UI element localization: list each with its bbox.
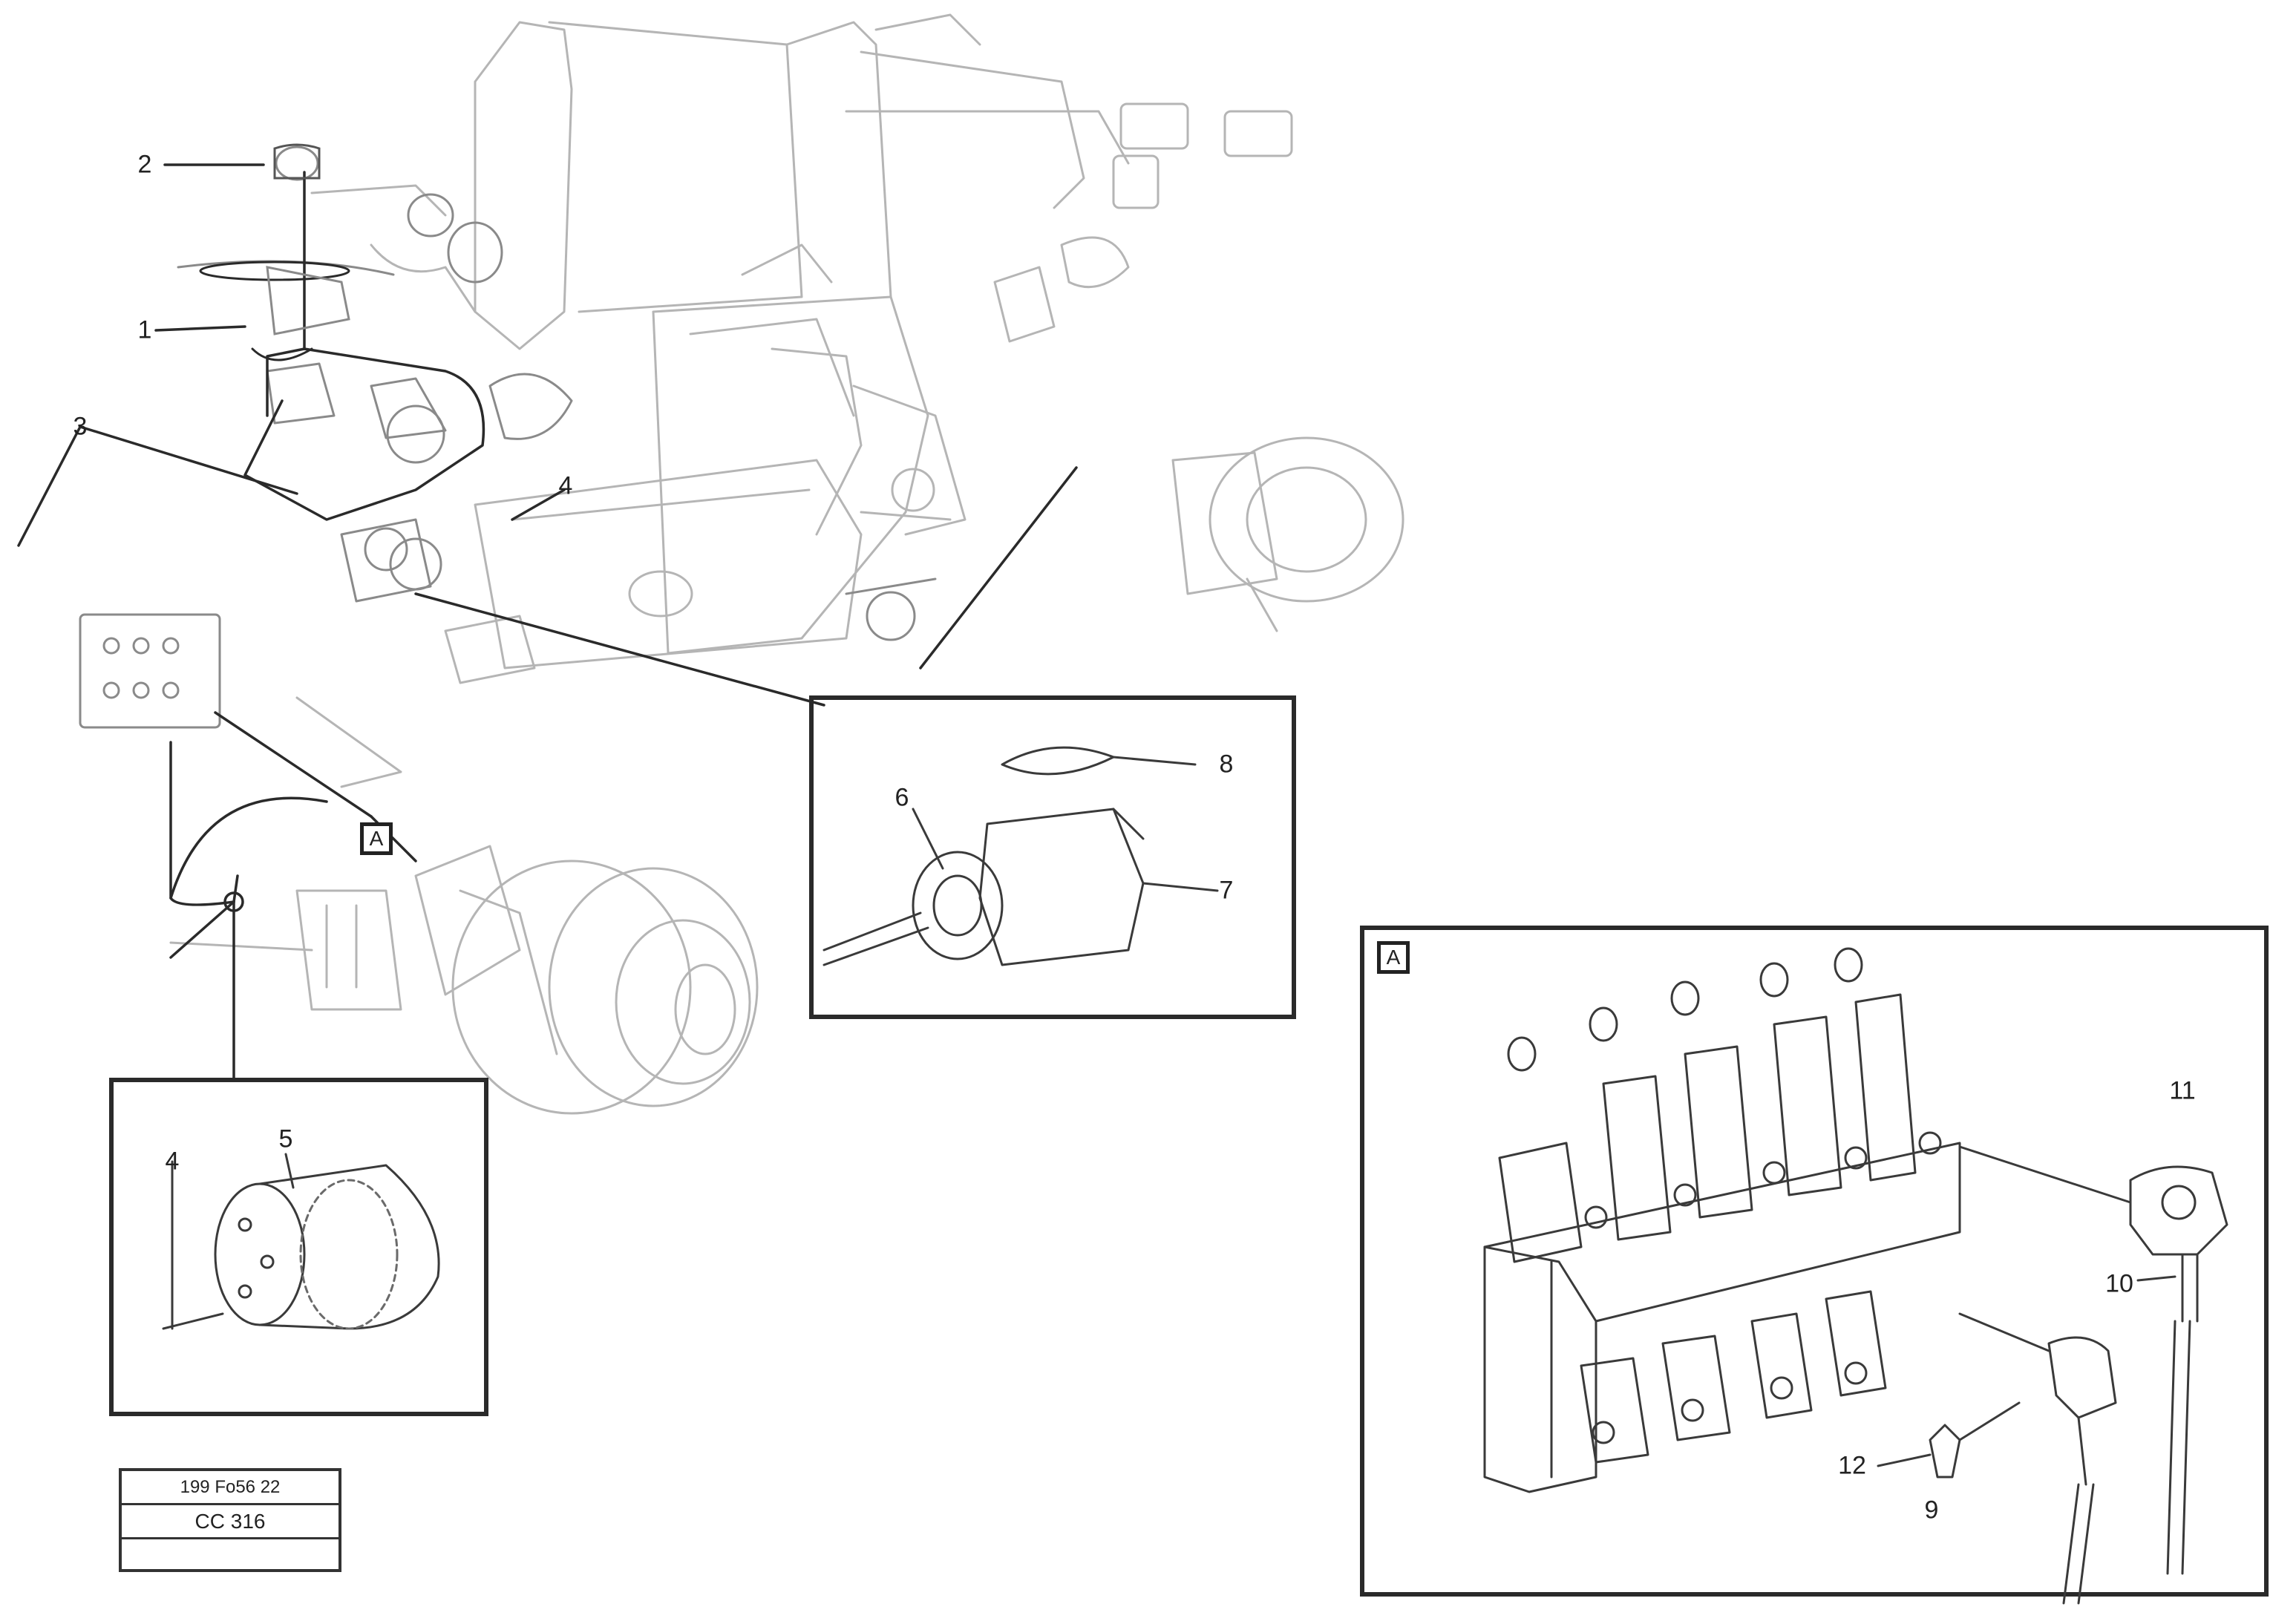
title-block-row2: CC 316 [122,1505,339,1539]
detail-label-a-main: A [1377,941,1410,974]
callout-10: 10 [2105,1269,2133,1298]
callout-9: 9 [1924,1496,1939,1525]
detail-box-switch [809,695,1296,1019]
callout-11: 11 [2169,1076,2196,1105]
callout-3: 3 [73,412,88,441]
callout-5: 5 [278,1124,293,1153]
title-block: 199 Fo56 22 CC 316 [119,1468,341,1572]
callout-7: 7 [1219,876,1234,905]
callout-2: 2 [137,150,152,179]
callout-6: 6 [895,783,909,812]
detail-box-connector [109,1078,488,1416]
callout-1: 1 [137,315,152,344]
callout-4-detail: 4 [165,1147,180,1176]
detail-box-a [1360,926,2269,1605]
title-block-row3 [122,1539,339,1569]
title-block-row1: 199 Fo56 22 [122,1471,339,1505]
callout-4-main: 4 [558,471,573,500]
callout-8: 8 [1219,750,1234,779]
callout-12: 12 [1838,1451,1866,1480]
detail-label-a-ref: A [360,822,393,855]
frame-post [474,21,573,350]
